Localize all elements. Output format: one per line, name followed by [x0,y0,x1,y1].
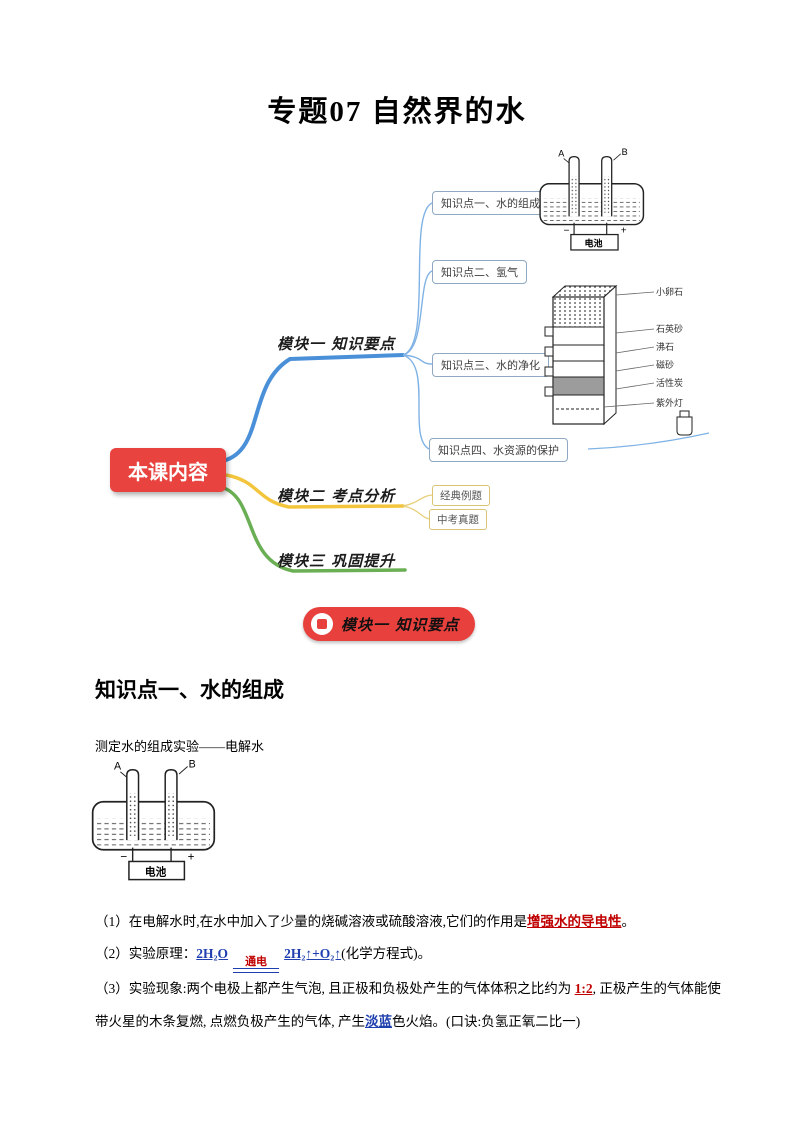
page-title: 专题07 自然界的水 [267,96,527,128]
banner-badge-icon [311,613,333,635]
mindmap: 本课内容 模块一 知识要点 模块二 考点分析 模块三 巩固提升 知识点一、水的组… [85,145,785,605]
filter-layer-label: 小卵石 [656,287,683,297]
p3-ratio: 1:2 [574,981,593,997]
branch-lines [219,202,710,573]
root-label: 本课内容 [128,461,208,484]
mindmap-node-kp4: 知识点四、水资源的保护 [429,438,568,462]
uv-lamp-bottle [676,410,693,436]
filter-column [544,284,618,426]
module1-banner: 模块一 知识要点 [303,607,476,641]
mindmap-node-kp3: 知识点三、水的净化 [432,353,549,377]
filter-leader-lines [603,291,655,408]
p2-post: (化学方程式)。 [341,946,432,962]
filter-layer-label: 紫外灯 [656,397,683,408]
section-body: （1）在电解水时,在水中加入了少量的烧碱溶液或硫酸溶液,它们的作用是增强水的导电… [95,906,727,1038]
battery-label: 电池 [145,865,167,878]
electrolysis-wires-battery [128,847,186,881]
p3-post: 色火焰。(口诀:负氢正氧二比一) [392,1013,581,1029]
paragraph-principle: （2）实验原理：2H₂O 通电 2H₂↑+O₂↑(化学方程式)。 [95,938,727,974]
minus-terminal: − [120,850,127,863]
tube-a-label: A [558,149,565,159]
filter-layer-label: 沸石 [656,341,674,352]
p1-highlight: 增强水的导电性 [527,914,622,929]
equation-product: 2H₂↑+O₂↑ [284,946,342,962]
p3-color-word: 淡蓝 [365,1013,392,1029]
mindmap-node-kp2: 知识点二、氢气 [432,260,527,284]
p3-mid: , 正极产生的气体能使带火星的木条复燃, 点燃负极产生的气体, 产生 [95,981,721,1029]
banner-label: 模块一 知识要点 [341,615,460,634]
p1-post: 。 [621,914,636,929]
condition-label: 通电 [245,956,268,969]
p2-pre: （2）实验原理： [95,946,197,962]
equation-reactant: 2H₂O [196,946,229,962]
tube-a-label: A [114,761,122,773]
plus-terminal: + [621,226,627,237]
tube-b-label: B [189,759,196,771]
battery-label: 电池 [584,237,602,248]
filter-layer-label: 活性炭 [656,377,683,388]
branch-module1-label: 模块一 知识要点 [277,335,396,353]
reaction-condition: 通电 [233,956,280,974]
filter-layer-label: 磁砂 [656,359,674,370]
experiment-intro: 测定水的组成实验——电解水 [95,739,265,754]
mindmap-node-zhongkao: 中考真题 [429,509,487,530]
equation-double-line [233,968,280,974]
water-purification-diagram: 小卵石 石英砂 沸石 磁砂 活性炭 紫外灯 [544,284,693,436]
electrolysis-vessel [91,766,216,851]
electrolysis-thumbnail: A B − + 电池 [539,147,645,251]
p3-pre: （3）实验现象:两个电极上都产生气泡, 且正极和负极处产生的气体体积之比约为 [95,981,575,997]
mindmap-node-classic-examples: 经典例题 [432,485,490,506]
branch-module3-label: 模块三 巩固提升 [277,552,396,570]
tube-b-label: B [622,147,628,157]
p1-pre: （1）在电解水时,在水中加入了少量的烧碱溶液或硫酸溶液,它们的作用是 [95,914,527,929]
mindmap-root-node: 本课内容 [110,448,226,492]
plus-terminal: + [188,850,195,863]
branch-module2-label: 模块二 考点分析 [277,487,396,505]
mindmap-curves [219,202,710,573]
electrolysis-figure: A B − + 电池 [91,759,216,881]
electrolysis-wires-battery [570,222,619,251]
filter-layer-label: 石英砂 [656,323,683,334]
electrolysis-vessel [539,153,645,226]
paragraph-conductivity: （1）在电解水时,在水中加入了少量的烧碱溶液或硫酸溶液,它们的作用是增强水的导电… [95,906,727,938]
section-heading: 知识点一、水的组成 [95,678,284,702]
minus-terminal: − [564,226,570,237]
paragraph-phenomenon: （3）实验现象:两个电极上都产生气泡, 且正极和负极处产生的气体体积之比约为 1… [95,973,727,1038]
